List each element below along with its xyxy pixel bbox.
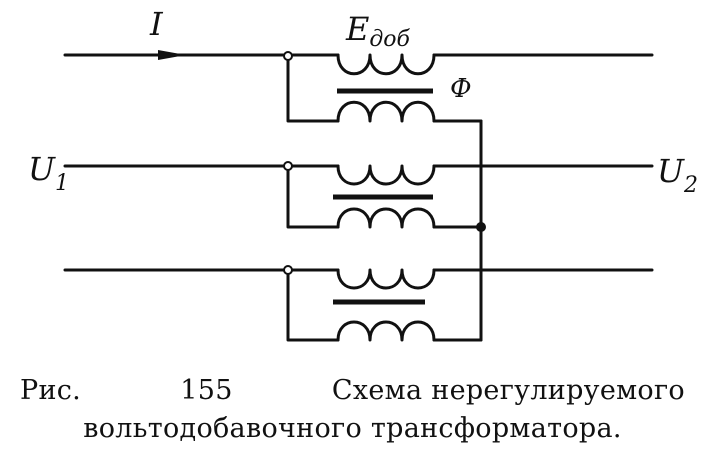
tap-3 <box>286 268 340 342</box>
phase-3 <box>63 265 654 342</box>
junction-2 <box>283 161 293 171</box>
caption-line-1: Рис. 155 Схема нерегулируемого <box>20 372 685 410</box>
flux-label: Ф <box>450 74 472 104</box>
phase-1 <box>63 51 654 123</box>
u2-label-main: U <box>657 152 685 190</box>
shunt-winding-2 <box>336 207 436 229</box>
caption-line-2: вольтодобавочного трансформатора. <box>83 413 622 444</box>
u1-label-sub: 1 <box>55 171 69 196</box>
tap-2 <box>286 164 340 229</box>
caption-number: 155 <box>180 375 233 406</box>
u2-label: U2 <box>657 152 698 198</box>
caption-fig: Рис. <box>20 375 82 406</box>
u2-label-sub: 2 <box>683 173 698 198</box>
neutral-node <box>476 222 486 232</box>
series-winding-1 <box>336 53 436 76</box>
series-winding-3 <box>336 268 436 290</box>
u1-label: U1 <box>28 150 69 196</box>
u1-label-main: U <box>28 150 56 188</box>
emf-label-main: E <box>345 10 369 48</box>
figure-caption: Рис. 155 Схема нерегулируемого вольтодоб… <box>20 372 685 448</box>
shunt-winding-1 <box>336 100 436 123</box>
junction-3 <box>283 265 293 275</box>
phase-2 <box>63 161 654 229</box>
current-label: I <box>149 5 164 43</box>
junction-1 <box>283 51 293 61</box>
series-winding-2 <box>336 164 436 186</box>
circuit-diagram: I Eдоб Ф U1 U2 <box>28 5 698 342</box>
current-arrow-icon <box>158 50 186 60</box>
caption-title-start: Схема нерегулируемого <box>331 375 685 406</box>
emf-label-sub: доб <box>369 27 410 52</box>
shunt-winding-3 <box>336 320 436 342</box>
emf-label: Eдоб <box>345 10 411 52</box>
tap-1 <box>286 54 340 123</box>
